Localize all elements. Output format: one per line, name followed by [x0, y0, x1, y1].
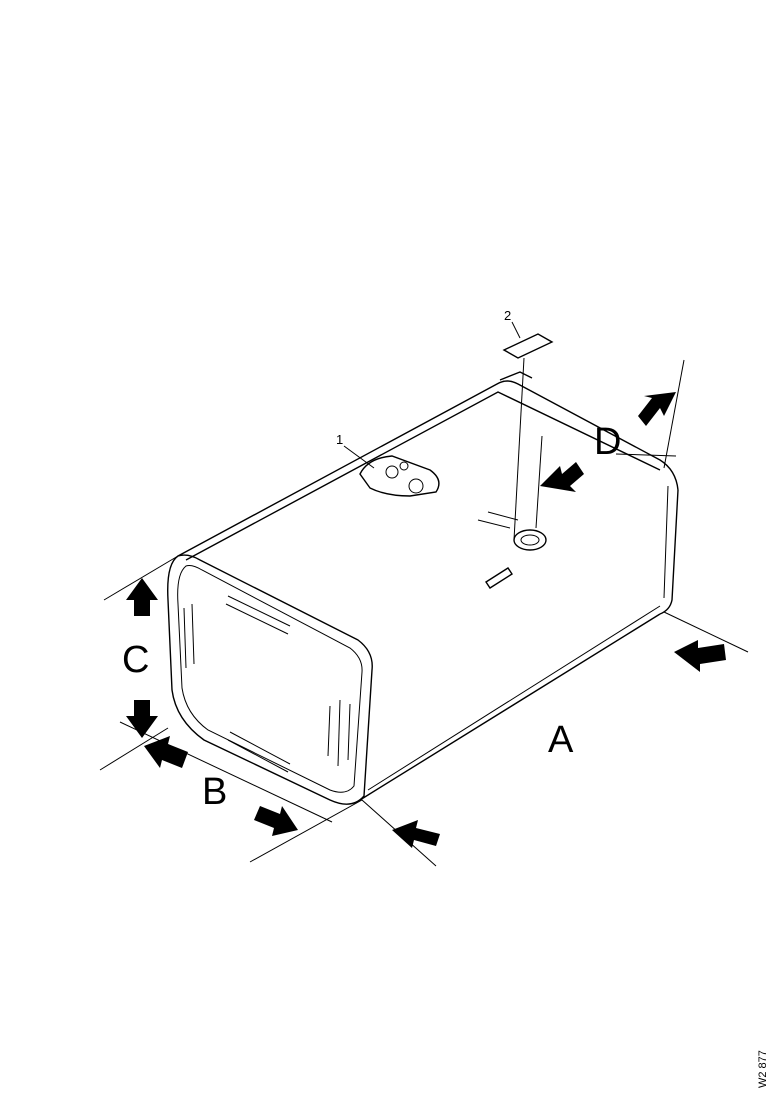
- dimension-label-a: A: [548, 719, 574, 761]
- filler-cap-inner: [520, 534, 540, 546]
- front-rib-1: [227, 595, 291, 627]
- extension-lines: [99, 359, 749, 867]
- front-rib-v4: [337, 699, 341, 767]
- tank-body: [167, 371, 679, 805]
- front-rib-3: [229, 731, 291, 765]
- tank-top-edge-front: [177, 380, 679, 557]
- ext-line-d-top: [615, 453, 677, 457]
- dimension-label-b: B: [202, 771, 227, 813]
- ext-line-d-vertical: [663, 359, 685, 469]
- tank-right-end: [659, 489, 679, 615]
- filler-dash-line: [477, 511, 519, 529]
- breather-slot: [485, 567, 513, 589]
- arrow-a-right: [674, 640, 726, 672]
- front-rib-2: [225, 603, 289, 635]
- front-rib-v2: [191, 603, 195, 665]
- filler-pipe-line: [535, 435, 543, 529]
- dimension-label-d: D: [594, 421, 621, 463]
- sender-port-2: [408, 478, 424, 494]
- ext-line-b-base: [119, 721, 333, 823]
- tank-bottom-edge-inner: [367, 605, 661, 791]
- tank-front-end-outer: [167, 554, 373, 805]
- label-plate: [502, 333, 554, 359]
- sender-plate: [359, 455, 440, 497]
- arrow-c-down: [126, 700, 158, 738]
- arrow-d-lower: [540, 462, 584, 492]
- sender-port-1: [385, 465, 399, 479]
- dimension-label-c: C: [122, 639, 149, 681]
- filler-assembly: [477, 333, 554, 589]
- ext-line-bottom-left: [99, 727, 169, 771]
- label-plate-leader: [513, 357, 525, 541]
- tank-right-end-inner: [663, 485, 669, 599]
- ext-line-right-base: [663, 611, 749, 653]
- callout-number-2: 2: [504, 308, 511, 323]
- tank-bottom-edge: [359, 613, 661, 801]
- front-rib-v5: [347, 703, 351, 761]
- filler-cap: [513, 529, 547, 551]
- tank-front-end-inner: [177, 565, 363, 793]
- arrow-a-left: [392, 820, 440, 848]
- arrow-c-up: [126, 578, 158, 616]
- callout-2-leader: [511, 321, 521, 339]
- figure-reference-id: W2 877: [757, 1050, 769, 1088]
- sender-unit: [359, 455, 440, 497]
- sender-port-3: [399, 461, 409, 471]
- dimension-arrows: [126, 392, 726, 848]
- front-rib-v3: [327, 705, 331, 757]
- arrow-b-right: [254, 806, 298, 836]
- callout-number-1: 1: [336, 432, 343, 447]
- ext-line-top-left: [103, 555, 179, 601]
- arrow-d-upper: [638, 392, 676, 426]
- arrow-b-left: [144, 736, 188, 768]
- front-rib-4: [227, 739, 289, 773]
- tank-top-rim: [499, 371, 533, 381]
- tank-top-edge-inner: [185, 391, 661, 561]
- front-rib-v1: [183, 607, 187, 669]
- callout-1-leader: [343, 445, 375, 469]
